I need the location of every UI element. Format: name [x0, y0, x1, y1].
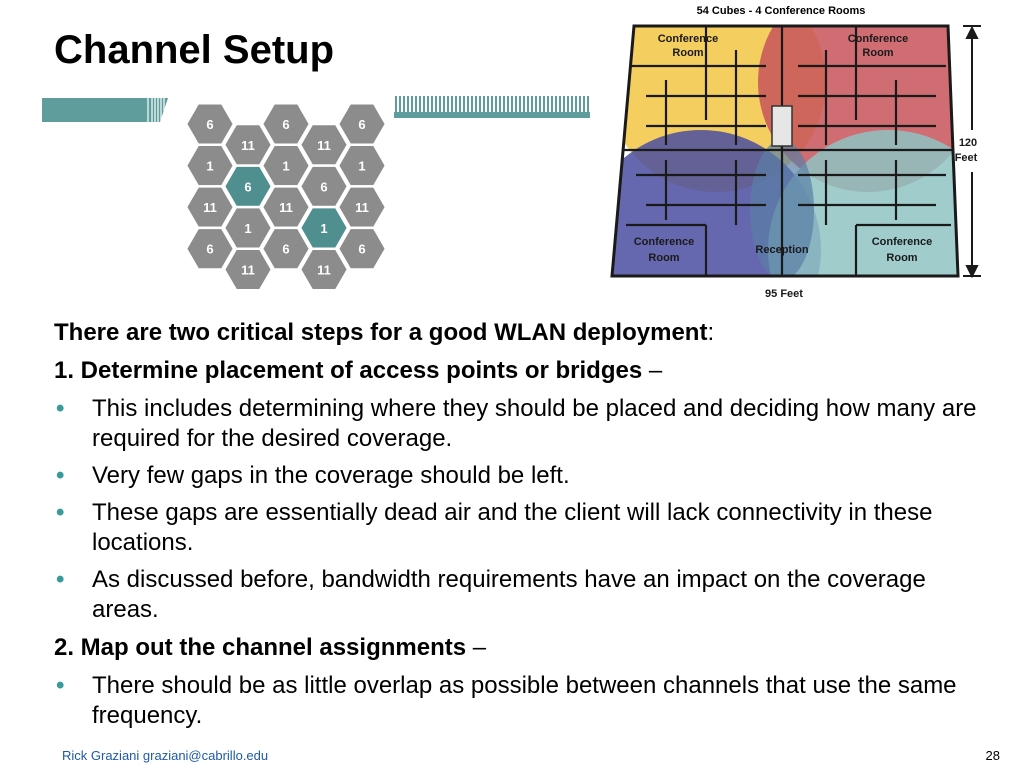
- bullet-item: •These gaps are essentially dead air and…: [56, 499, 933, 556]
- decorative-stripe-right: [394, 96, 590, 118]
- hex-cell-channel-label: 6: [282, 242, 289, 257]
- hex-cell-channel-label: 6: [358, 117, 365, 132]
- width-dimension-label: 95 Feet: [765, 288, 803, 300]
- hex-cell-channel-label: 6: [358, 242, 365, 257]
- hex-cell: [184, 226, 236, 271]
- slide-title: Channel Setup: [54, 28, 335, 72]
- floor-plan-title: 54 Cubes - 4 Conference Rooms: [697, 5, 866, 17]
- slide-body: There are two critical steps for a good …: [54, 318, 994, 739]
- hex-cell-channel-label: 11: [203, 200, 217, 215]
- bullet-icon: •: [56, 395, 65, 422]
- hex-cell-channel-label: 1: [320, 221, 327, 236]
- hex-cell-channel-label: 6: [244, 179, 251, 194]
- bullet-icon: •: [56, 462, 65, 489]
- page-number: 28: [985, 748, 1000, 763]
- hex-cell-channel-label: 6: [320, 179, 327, 194]
- hex-cell-channel-label: 1: [358, 159, 365, 174]
- bullet-item: •As discussed before, bandwidth requirem…: [56, 566, 926, 623]
- hex-cell-channel-label: 11: [241, 138, 255, 153]
- hex-cell-channel-label: 1: [244, 221, 251, 236]
- bullet-item: •Very few gaps in the coverage should be…: [56, 462, 570, 489]
- hex-cell-channel-label: 1: [282, 159, 289, 174]
- hex-cell-channel-label: 6: [206, 242, 213, 257]
- hex-cell-channel-label: 6: [282, 117, 289, 132]
- bullet-item: •There should be as little overlap as po…: [56, 672, 957, 729]
- hex-cell-channel-label: 1: [206, 159, 213, 174]
- elevator-core: [771, 105, 793, 147]
- hex-cell-channel-label: 11: [355, 200, 369, 215]
- coverage-zone-bottom-right: [768, 130, 958, 276]
- bullet-icon: •: [56, 672, 65, 699]
- hex-cell: [222, 247, 274, 292]
- step-1-bullets: •This includes determining where they sh…: [54, 394, 994, 625]
- step-2-heading: 2. Map out the channel assignments –: [54, 634, 487, 661]
- hex-cell-channel-label: 11: [317, 138, 331, 153]
- step-2-bullets: •There should be as little overlap as po…: [54, 671, 994, 731]
- footer-author: Rick Graziani graziani@cabrillo.edu: [62, 748, 269, 763]
- bullet-item: •This includes determining where they sh…: [56, 395, 977, 452]
- hex-cell-channel-label: 11: [317, 262, 331, 277]
- hex-cell-channel-label: 11: [241, 262, 255, 277]
- hex-cell-channel-label: 11: [279, 200, 293, 215]
- hex-cell-channel-label: 6: [206, 117, 213, 132]
- bullet-icon: •: [56, 499, 65, 526]
- room-label-reception: Reception: [755, 244, 808, 256]
- hex-cell: [298, 247, 350, 292]
- hex-cell: [260, 226, 312, 271]
- decorative-stripe-left: [42, 98, 168, 122]
- office-floor-plan: 54 Cubes - 4 Conference Rooms Conference…: [610, 5, 981, 300]
- bullet-icon: •: [56, 566, 65, 593]
- intro-line: There are two critical steps for a good …: [54, 319, 715, 346]
- hex-cell: [336, 226, 388, 271]
- step-1-heading: 1. Determine placement of access points …: [54, 357, 663, 384]
